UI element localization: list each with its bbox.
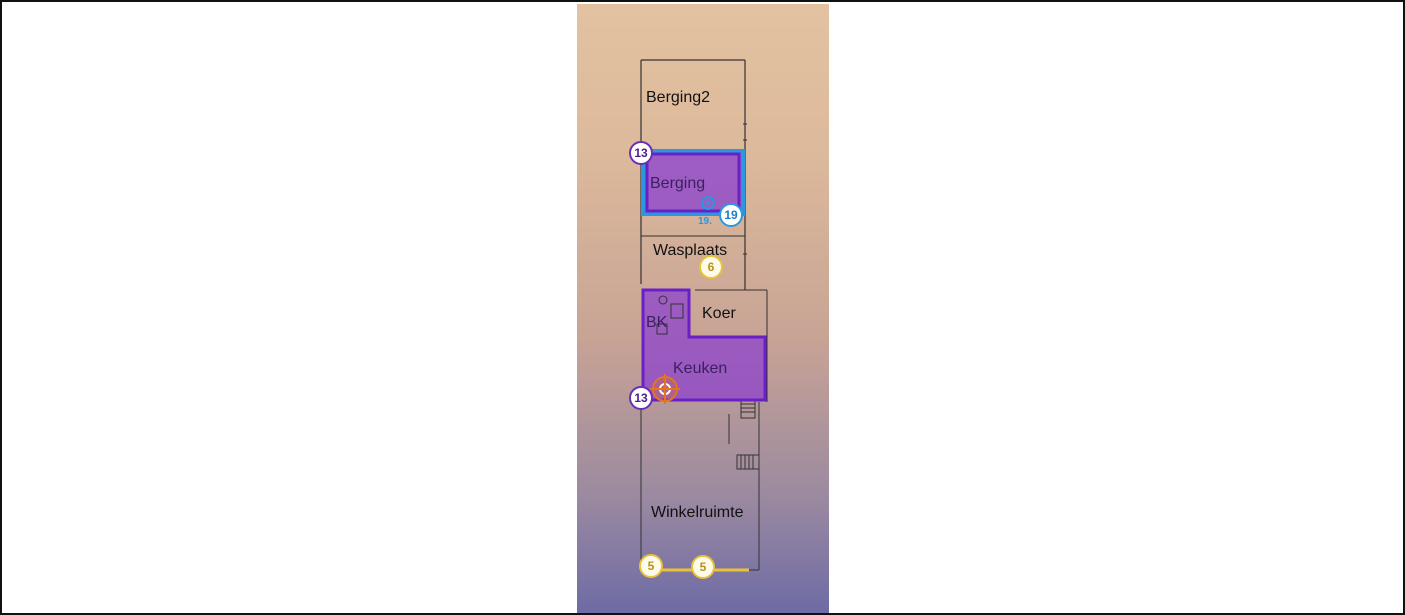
crosshair-target-icon[interactable] xyxy=(650,374,680,404)
stairs-lower xyxy=(736,454,760,470)
room-label-keuken: Keuken xyxy=(673,360,728,377)
berging-count-marker[interactable]: 13 xyxy=(629,141,653,165)
stairs-upper xyxy=(740,399,756,419)
room-label-koer: Koer xyxy=(702,305,736,322)
room-label-winkelruimte: Winkelruimte xyxy=(651,504,744,521)
room-label-berging2: Berging2 xyxy=(646,89,711,106)
keuken-count-marker[interactable]: 13 xyxy=(629,386,653,410)
bottom-left-marker[interactable]: 5 xyxy=(639,554,663,578)
blue-small-label: 19. xyxy=(698,216,712,227)
floorplan-photo: Berging2 Berging Wasplaats BK Koer Keuke… xyxy=(577,4,829,613)
bottom-right-marker[interactable]: 5 xyxy=(691,555,715,579)
location-pin-icon[interactable] xyxy=(701,196,715,210)
wasplaats-pin-marker[interactable]: 6 xyxy=(699,255,723,279)
room-label-bk: BK xyxy=(646,314,668,331)
room-label-berging: Berging xyxy=(650,175,706,192)
blue-count-marker[interactable]: 19 xyxy=(719,203,743,227)
room-label-wasplaats: Wasplaats xyxy=(653,242,728,259)
